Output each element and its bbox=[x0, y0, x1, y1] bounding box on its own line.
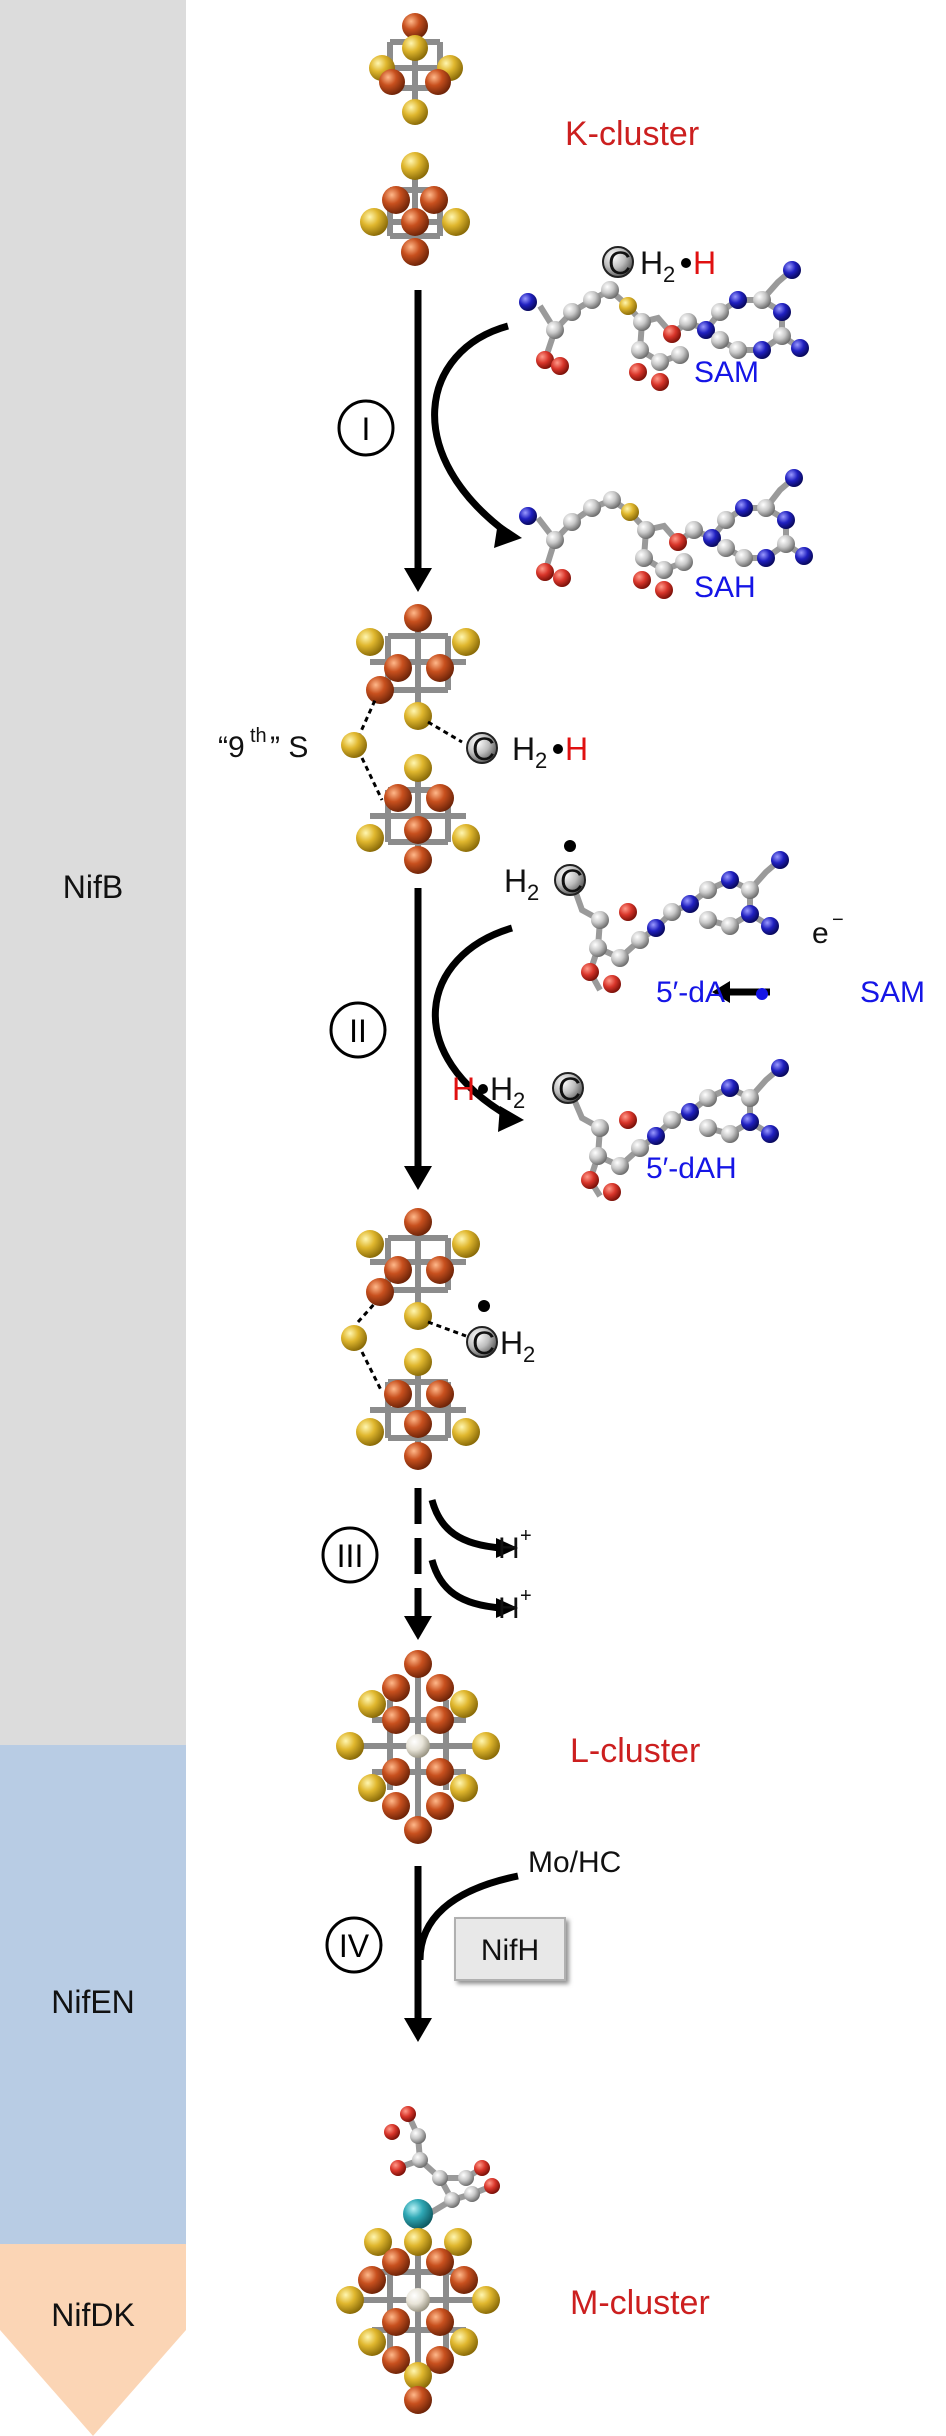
five-dah-label: 5′-dAH bbox=[646, 1152, 737, 1185]
step-label-2: II bbox=[349, 1013, 367, 1049]
arrowhead-step-4 bbox=[404, 2018, 432, 2042]
arrowhead-step-3 bbox=[404, 1616, 432, 1640]
svg-text:5′-dA: 5′-dA bbox=[656, 976, 725, 1009]
step-label-1: I bbox=[362, 411, 371, 447]
sah-molecule bbox=[519, 469, 813, 599]
methyl-carbon-atom bbox=[466, 732, 498, 764]
nifh-label: NifH bbox=[481, 1934, 539, 1967]
step-label-3: III bbox=[337, 1538, 364, 1574]
methylene-radical-label: C H 2 bbox=[472, 1300, 535, 1367]
sam-h2-subscript: 2 bbox=[663, 262, 675, 287]
five-dah-methyl-label: H H 2 C bbox=[452, 1071, 581, 1113]
svg-text:C: C bbox=[558, 1071, 581, 1107]
m-cluster bbox=[336, 2199, 500, 2414]
k-cluster-label: K-cluster bbox=[565, 115, 699, 153]
svg-text:H: H bbox=[565, 731, 588, 767]
ninth-sulfur-atom bbox=[341, 732, 367, 758]
l-cluster-label: L-cluster bbox=[570, 1732, 700, 1770]
curved-arrow-proton-1 bbox=[428, 1499, 503, 1552]
proton-release-1: H + bbox=[498, 1525, 532, 1565]
sam-molecule bbox=[519, 246, 809, 391]
sah-label: SAH bbox=[694, 571, 756, 604]
nifdk-label: NifDK bbox=[51, 2297, 135, 2333]
step-circle-1 bbox=[337, 399, 395, 457]
curved-arrow-5da bbox=[431, 924, 514, 1122]
sam-abstracted-h: H bbox=[693, 245, 716, 281]
curved-arrow-proton-2 bbox=[428, 1559, 503, 1612]
step-circle-4 bbox=[325, 1916, 383, 1974]
arrowhead-proton-1 bbox=[496, 1538, 518, 1558]
nifb-segment bbox=[0, 0, 186, 1745]
main-pathway-arrows bbox=[414, 290, 519, 2020]
mo-hc-label: Mo/HC bbox=[528, 1846, 621, 1879]
arrowhead-step-1 bbox=[404, 568, 432, 592]
svg-text:H: H bbox=[504, 863, 527, 899]
svg-text:H: H bbox=[512, 731, 535, 767]
svg-text:” S: ” S bbox=[270, 731, 308, 764]
curved-arrow-mohc bbox=[416, 1872, 519, 1961]
arrowhead-sah bbox=[494, 522, 522, 548]
sam-carbon-label: C bbox=[608, 245, 631, 281]
electron-from-sam: e − SAM bbox=[812, 909, 925, 1009]
svg-text:“9: “9 bbox=[218, 731, 245, 764]
svg-text:C: C bbox=[472, 1325, 495, 1361]
five-dah-molecule bbox=[552, 1059, 789, 1201]
ninth-sulfur-atom-2 bbox=[341, 1325, 367, 1351]
svg-text:e: e bbox=[812, 917, 829, 950]
intermediate-cluster-1 bbox=[356, 604, 480, 874]
step-label-4: IV bbox=[339, 1928, 370, 1964]
nifdk-segment bbox=[0, 2244, 186, 2436]
svg-text:−: − bbox=[832, 909, 844, 931]
step-circle-2 bbox=[329, 1001, 387, 1059]
k-cluster-cubane-2 bbox=[360, 152, 470, 266]
svg-text:2: 2 bbox=[513, 1088, 525, 1113]
svg-text:2: 2 bbox=[535, 748, 547, 773]
sam-reduction-label: SAM bbox=[860, 976, 925, 1009]
methylene-carbon-atom bbox=[466, 1326, 498, 1358]
intermediate-cluster-2 bbox=[356, 1208, 480, 1470]
step-markers: I II III IV bbox=[321, 399, 395, 1974]
methyl-label-1: C H 2 H bbox=[472, 731, 588, 773]
nifen-segment bbox=[0, 1745, 186, 2244]
five-da-methylene-label: H 2 C bbox=[504, 840, 583, 905]
sam-methyl-label: C H 2 H bbox=[608, 245, 716, 287]
l-cluster bbox=[336, 1650, 500, 1844]
sam-radical-dot bbox=[681, 258, 691, 268]
k-cluster-cubane-1 bbox=[369, 13, 463, 125]
svg-text:C: C bbox=[472, 731, 495, 767]
arrowhead-electron bbox=[712, 981, 730, 1003]
proton-release-2: H + bbox=[498, 1585, 532, 1625]
svg-text:H: H bbox=[498, 1592, 520, 1625]
svg-text:H: H bbox=[452, 1071, 475, 1107]
ninth-sulfur-bridge-1 bbox=[341, 697, 498, 801]
five-da-radical-label: 5′-dA bbox=[656, 976, 768, 1009]
svg-text:H: H bbox=[490, 1071, 513, 1107]
side-bar: NifB NifEN NifDK bbox=[0, 0, 186, 2436]
arrowhead-step-2 bbox=[404, 1166, 432, 1190]
svg-text:+: + bbox=[520, 1525, 532, 1547]
svg-text:th: th bbox=[250, 725, 267, 747]
nifh-box: NifH bbox=[454, 1917, 566, 1981]
curved-arrow-sam-to-sah bbox=[431, 322, 513, 538]
svg-text:H: H bbox=[498, 1532, 520, 1565]
svg-text:2: 2 bbox=[527, 880, 539, 905]
m-cluster-label: M-cluster bbox=[570, 2284, 710, 2322]
svg-text:2: 2 bbox=[523, 1342, 535, 1367]
homocitrate-ligand bbox=[384, 2106, 500, 2216]
sam-h-label: H bbox=[640, 245, 663, 281]
nifen-label: NifEN bbox=[51, 1984, 135, 2020]
arrowhead-proton-2 bbox=[496, 1598, 518, 1618]
svg-text:H: H bbox=[500, 1325, 523, 1361]
svg-text:C: C bbox=[560, 863, 583, 899]
arrowhead-5dah bbox=[498, 1106, 524, 1132]
five-da-radical-molecule bbox=[554, 851, 789, 993]
ninth-sulfur-label: “9 th ” S bbox=[218, 725, 308, 764]
step-circle-3 bbox=[321, 1526, 379, 1584]
sam-label: SAM bbox=[694, 356, 759, 389]
ninth-sulfur-bridge-2 bbox=[341, 1300, 498, 1393]
nifb-label: NifB bbox=[63, 869, 123, 905]
svg-text:+: + bbox=[520, 1585, 532, 1607]
